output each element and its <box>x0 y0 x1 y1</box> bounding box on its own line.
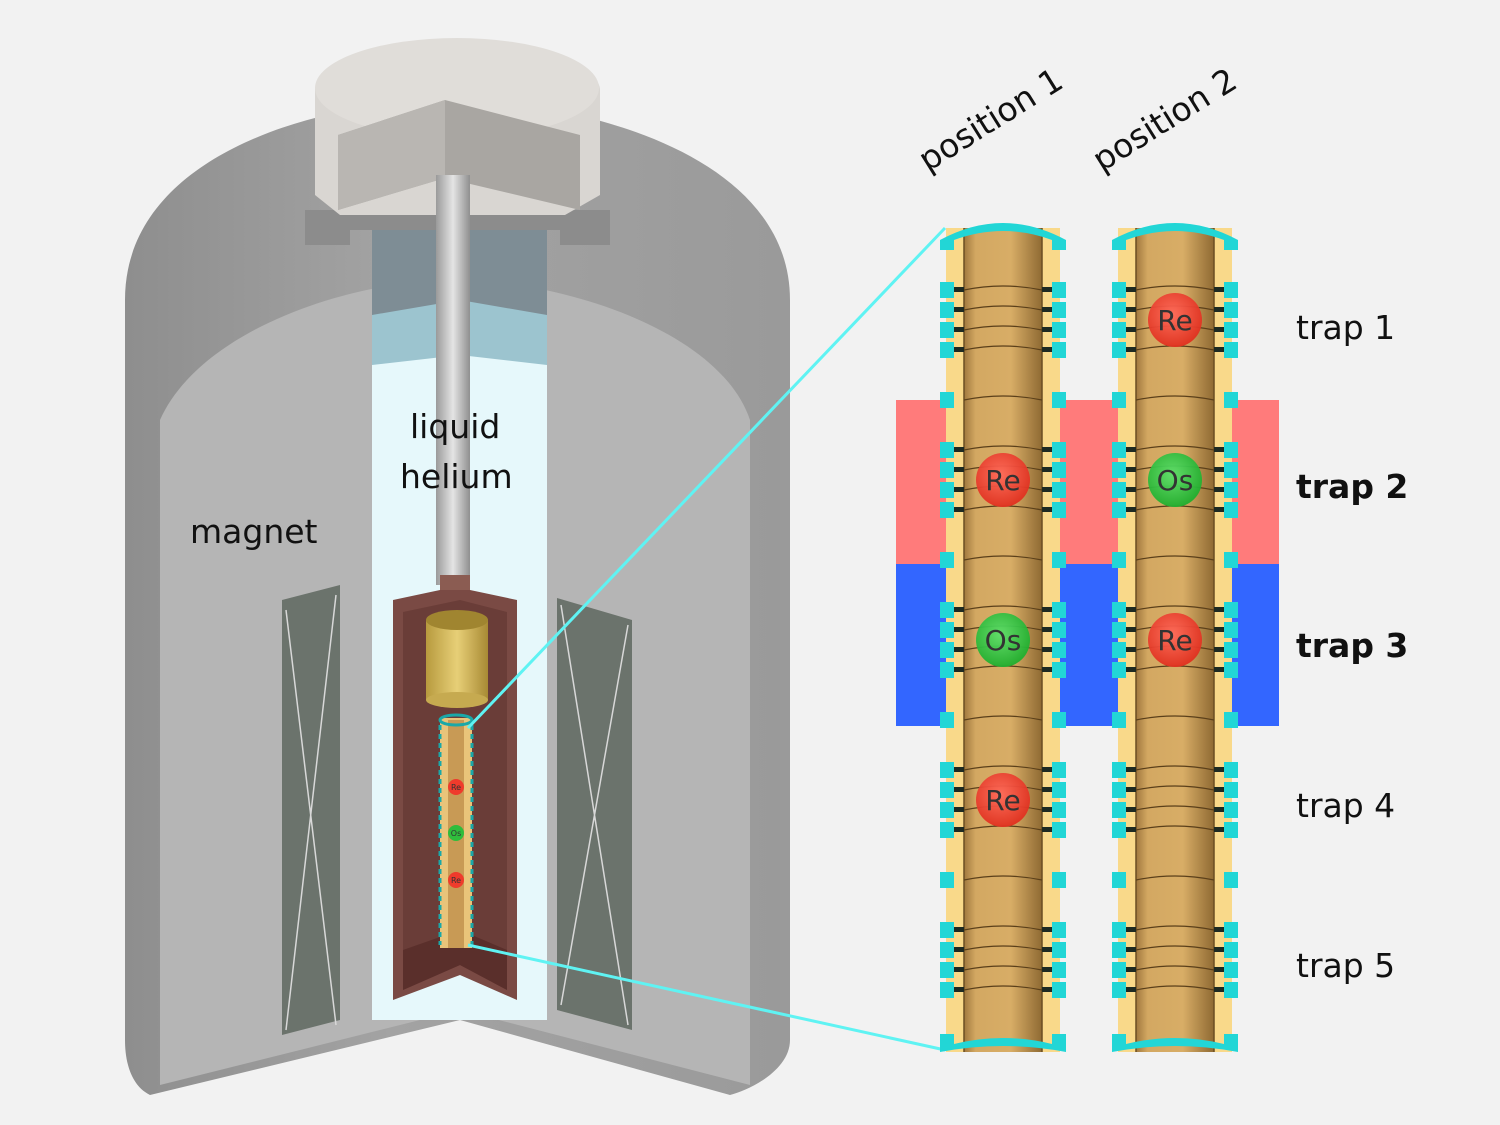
ion-label: Re <box>985 784 1020 817</box>
ion-label: Os <box>1157 464 1194 497</box>
trap-1-label: trap 1 <box>1296 308 1396 347</box>
liquid-helium-label-line1: liquid <box>410 407 501 446</box>
insert-rod <box>436 175 470 585</box>
gold-cylinder <box>426 610 488 708</box>
re-ion: Re <box>976 453 1030 507</box>
ion-label: Re <box>1157 624 1192 657</box>
svg-text:Re: Re <box>451 783 461 792</box>
trap-4-label: trap 4 <box>1296 786 1396 825</box>
coil-left <box>282 585 340 1035</box>
svg-text:Os: Os <box>451 829 461 838</box>
trap-3-label: trap 3 <box>1296 626 1409 665</box>
coil-right <box>557 598 632 1030</box>
top-flange <box>315 38 600 215</box>
os-ion: Os <box>1148 453 1202 507</box>
magnet-label: magnet <box>190 512 318 551</box>
trap-5-label: trap 5 <box>1296 946 1396 985</box>
re-ion: Re <box>1148 613 1202 667</box>
re-ion: Re <box>1148 293 1202 347</box>
mini-os-ion: Os <box>448 825 464 841</box>
mini-re-ion: Re <box>448 779 464 795</box>
ion-label: Os <box>985 624 1022 657</box>
svg-text:Re: Re <box>451 876 461 885</box>
os-ion: Os <box>976 613 1030 667</box>
re-ion: Re <box>976 773 1030 827</box>
zoom-line-bottom <box>467 943 946 1052</box>
mini-re-ion: Re <box>448 872 464 888</box>
ion-label: Re <box>1157 304 1192 337</box>
zoom-line-top <box>466 226 947 730</box>
ion-label: Re <box>985 464 1020 497</box>
trap-2-label: trap 2 <box>1296 467 1409 506</box>
liquid-helium-label-line2: helium <box>400 457 513 496</box>
